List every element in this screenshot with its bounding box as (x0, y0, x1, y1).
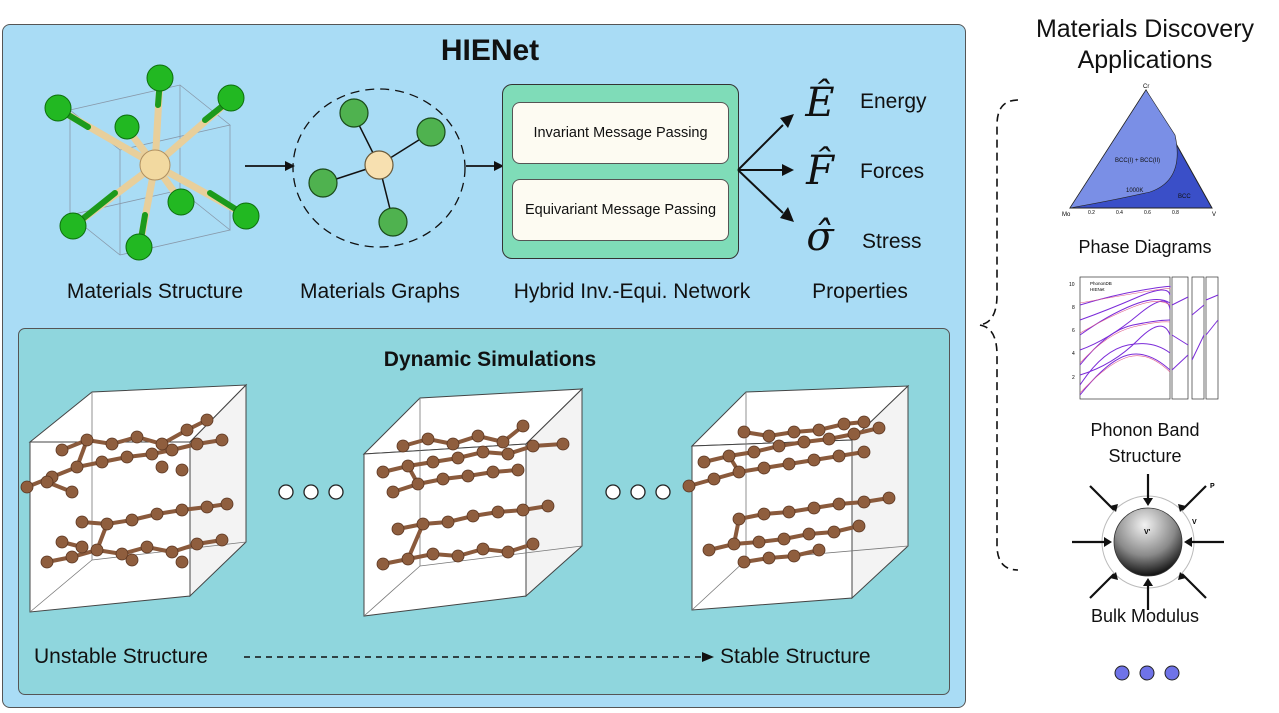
energy-label: Energy (860, 90, 927, 113)
phase-diagrams-label: Phase Diagrams (1078, 237, 1212, 257)
side-brace (978, 99, 1019, 571)
equivariant-message-passing-block: Equivariant Message Passing (512, 179, 729, 241)
stress-symbol: σ̂ (806, 214, 834, 260)
simulation-snapshot-2 (362, 387, 584, 617)
phase-tick-2: 0.4 (1116, 210, 1123, 216)
simulation-snapshot-1 (20, 383, 248, 613)
stage-label-structure: Materials Structure (66, 280, 244, 303)
arrow-graph-to-network (466, 161, 504, 171)
simulation-snapshot-3 (682, 384, 910, 611)
materials-graph-image (292, 88, 466, 248)
stress-label: Stress (862, 230, 922, 253)
phase-region-bcc: BCC (1178, 194, 1191, 200)
arrows-network-to-properties (737, 114, 794, 222)
phase-tick-4: 0.8 (1172, 210, 1179, 216)
phase-corner-cr: Cr (1143, 84, 1149, 90)
phase-tick-1: 0.2 (1088, 210, 1095, 216)
volume-label: V (1192, 519, 1197, 526)
pressure-label: P (1210, 483, 1215, 490)
stage-label-properties: Properties (812, 280, 908, 303)
stage-label-graphs: Materials Graphs (300, 280, 460, 303)
phonon-ytick-2: 2 (1072, 375, 1075, 381)
phase-diagram-image: Cr Mo V BCC(I) + BCC(II) 1000K BCC 0.2 0… (1062, 84, 1216, 218)
side-title-line1: Materials Discovery (1035, 15, 1255, 43)
phonon-ytick-8: 8 (1072, 305, 1075, 311)
forces-symbol: F̂ (806, 148, 834, 194)
phase-region-temp: 1000K (1126, 188, 1143, 194)
phonon-legend-1: PhononDB (1090, 281, 1112, 286)
unstable-structure-label: Unstable Structure (34, 645, 208, 668)
phase-region-bcc-mix: BCC(I) + BCC(II) (1115, 158, 1160, 164)
bulk-modulus-image: V' P V (1072, 474, 1224, 610)
phase-corner-mo: Mo (1062, 212, 1071, 218)
phase-corner-v: V (1212, 212, 1216, 218)
phonon-label-line2: Structure (1108, 446, 1182, 466)
stable-structure-label: Stable Structure (720, 645, 871, 668)
more-applications-dots (1114, 665, 1180, 681)
side-title-line2: Applications (1077, 46, 1213, 74)
phonon-band-image: PhononDB HIENet 2 4 6 8 10 (1069, 276, 1219, 400)
phonon-ytick-4: 4 (1072, 351, 1075, 357)
phase-tick-3: 0.6 (1144, 210, 1151, 216)
forces-label: Forces (860, 160, 925, 183)
ellipsis-dots-1 (278, 484, 344, 500)
energy-symbol: Ê (805, 80, 835, 126)
hienet-title: HIENet (440, 34, 540, 67)
phonon-legend-2: HIENet (1090, 287, 1105, 292)
phonon-label-line1: Phonon Band (1090, 420, 1200, 440)
crystal-structure-image (44, 64, 260, 261)
hybrid-network-box: Invariant Message Passing Equivariant Me… (502, 84, 739, 259)
simulation-title: Dynamic Simulations (383, 348, 597, 371)
bulk-modulus-label: Bulk Modulus (1090, 606, 1200, 626)
sphere-volume-label: V' (1144, 529, 1151, 536)
stage-label-network: Hybrid Inv.-Equi. Network (513, 280, 751, 303)
phonon-ytick-10: 10 (1069, 282, 1075, 288)
invariant-message-passing-block: Invariant Message Passing (512, 102, 729, 164)
phonon-ytick-6: 6 (1072, 328, 1075, 334)
stability-arrow (244, 652, 714, 662)
arrow-structure-to-graph (245, 161, 295, 171)
ellipsis-dots-2 (605, 484, 671, 500)
